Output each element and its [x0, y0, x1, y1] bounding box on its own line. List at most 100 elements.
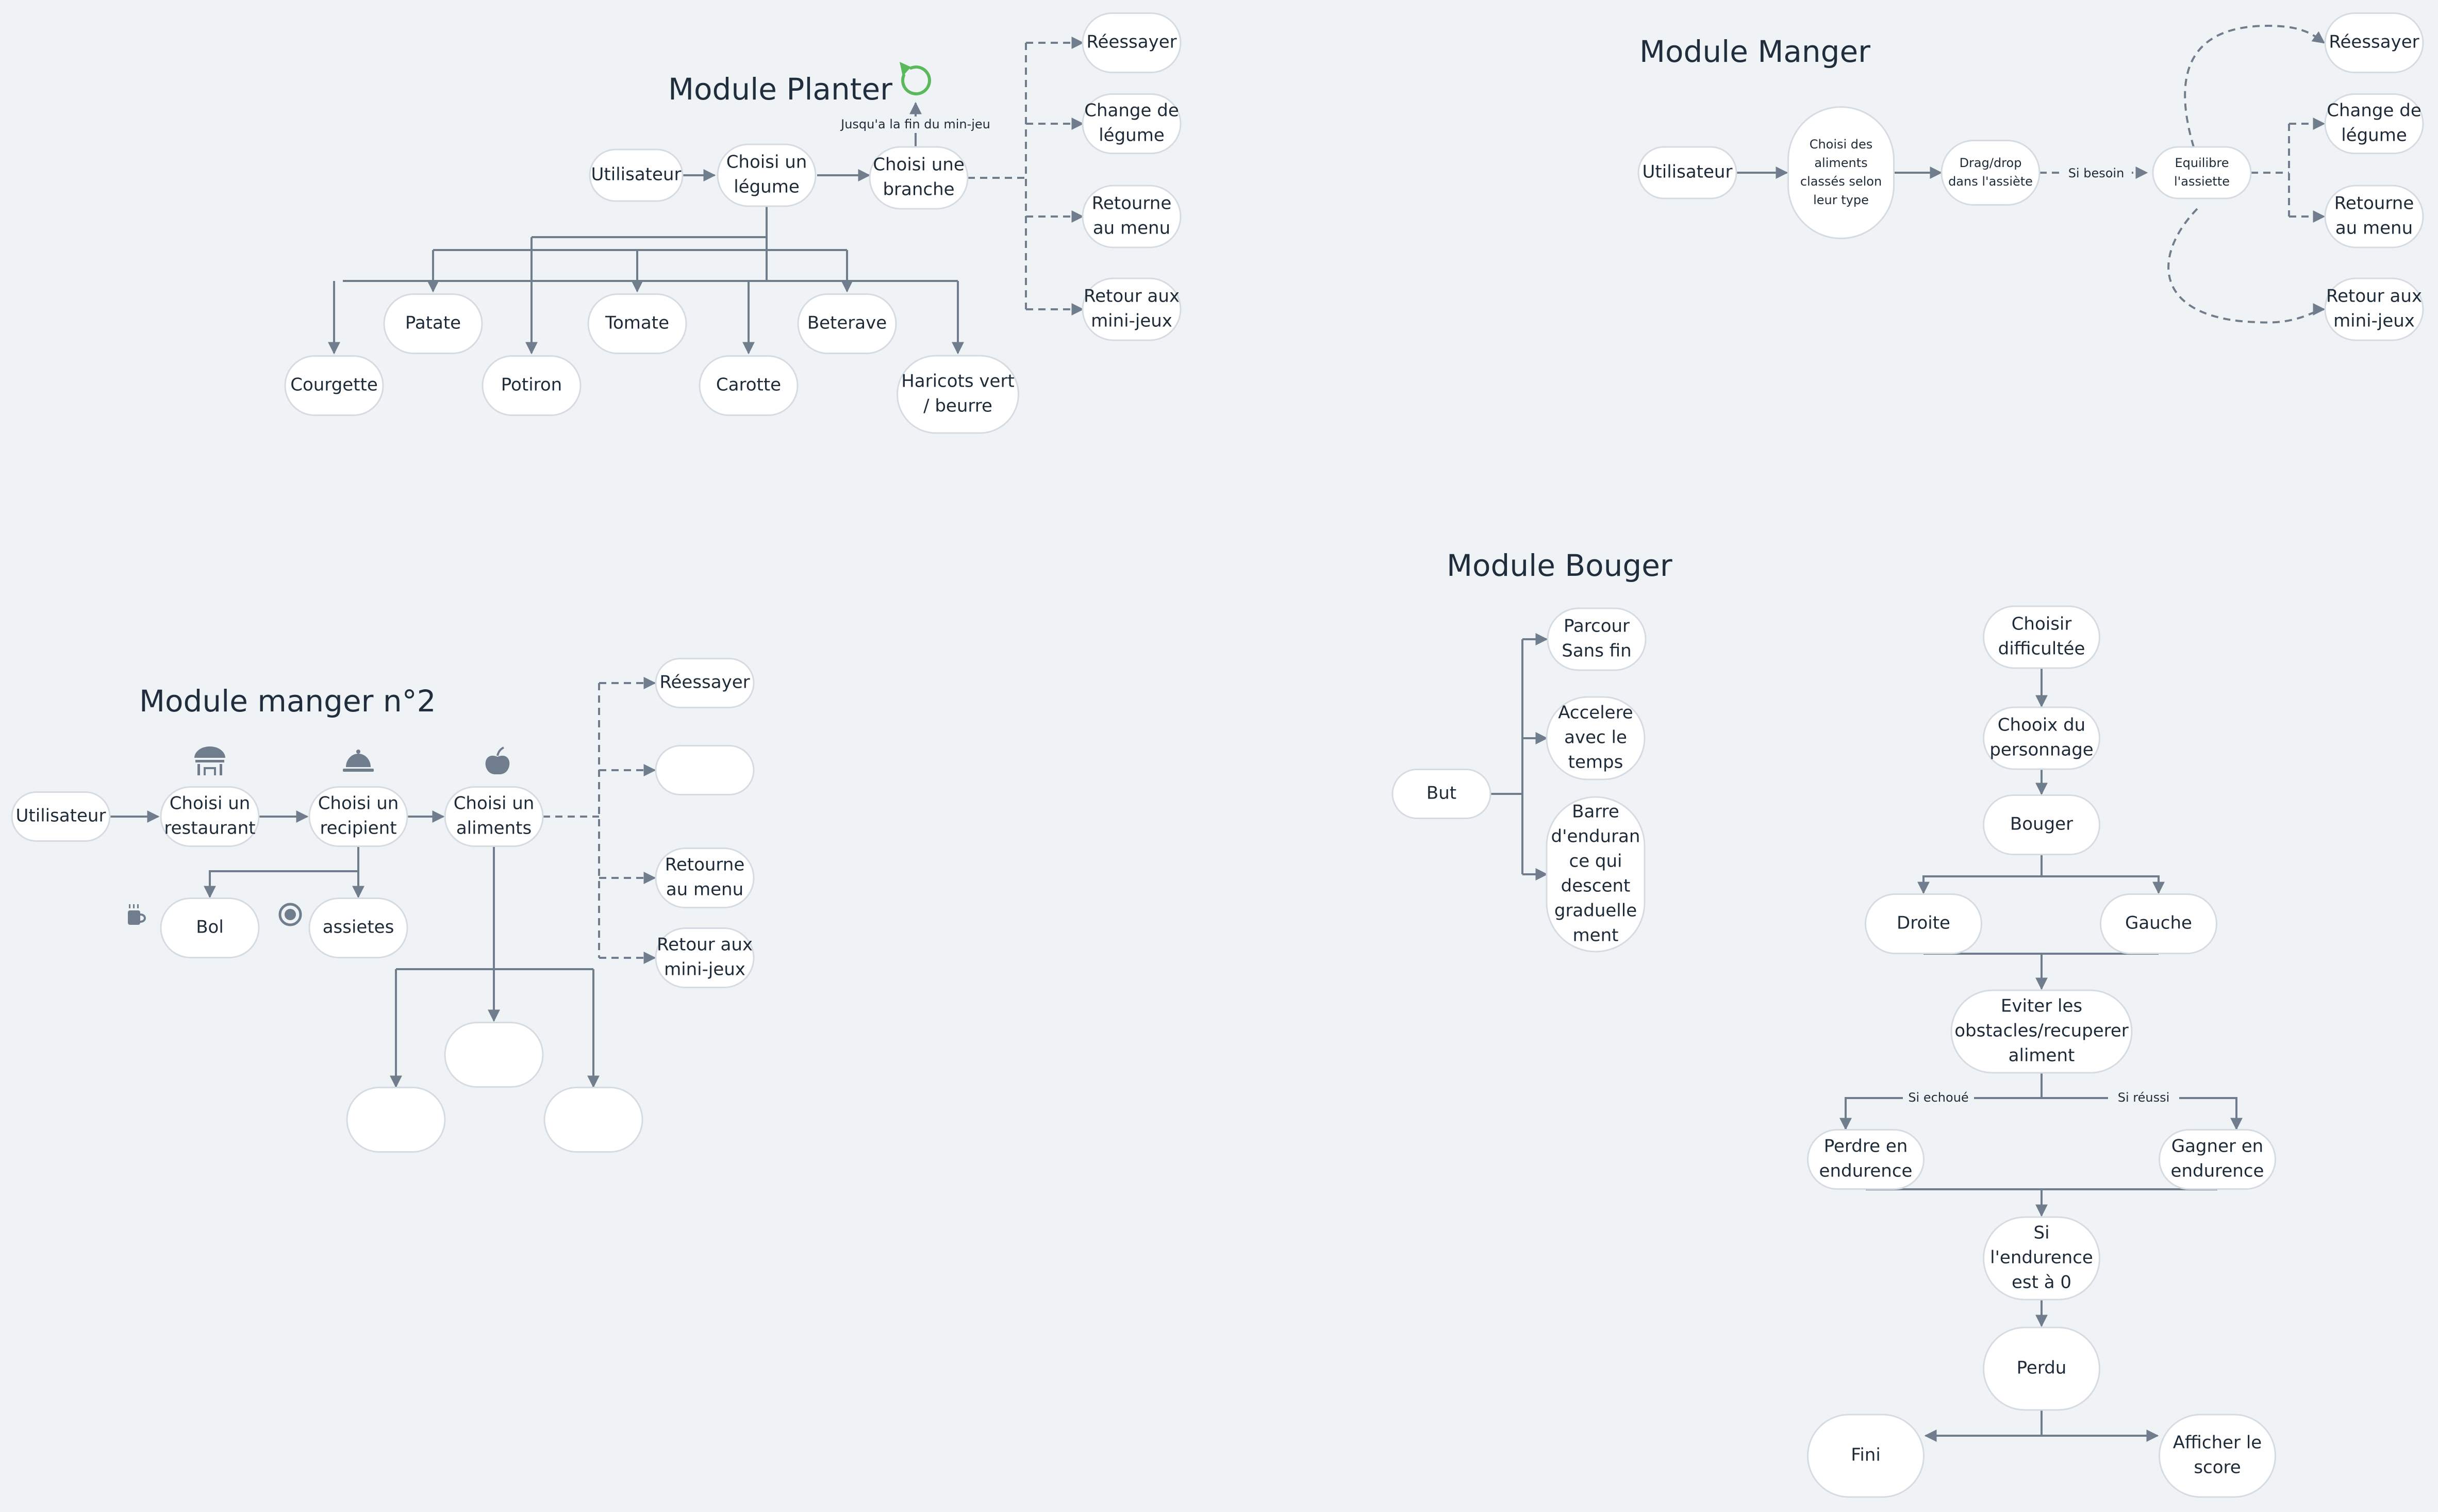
bouger-si-endurance-node-label: est à 0	[2012, 1272, 2071, 1293]
planter-choisi-legume-node-label: légume	[734, 177, 800, 197]
planter-carotte-node[interactable]: Carotte	[699, 355, 799, 416]
planter-carotte-node-shape	[699, 355, 799, 416]
manger-drag-drop-node-shape	[1941, 140, 2041, 206]
planter-patate-node[interactable]: Patate	[383, 293, 483, 354]
manger-retour-jeux-node-label: mini-jeux	[2333, 311, 2415, 331]
manger-reessayer-node-label: Réessayer	[2329, 32, 2419, 53]
planter-retour-jeux-node-shape	[1082, 277, 1182, 341]
manger-utilisateur-node[interactable]: Utilisateur	[1637, 146, 1737, 200]
planter-retour-menu-node-label: au menu	[1093, 218, 1170, 239]
manger2-title: Module manger n°2	[139, 684, 436, 719]
bouger-gagner-node-label: endurence	[2171, 1161, 2264, 1182]
planter-change-legume-node[interactable]: Change de légume	[1082, 93, 1182, 154]
bouger-droite-node[interactable]: Droite	[1865, 893, 1982, 954]
planter-title: Module Planter	[668, 72, 892, 107]
manger-title: Module Manger	[1639, 34, 1870, 69]
bouger-gauche-node[interactable]: Gauche	[2100, 893, 2217, 954]
bouger-but-node[interactable]: But	[1391, 769, 1491, 819]
planter-reessayer-node[interactable]: Réessayer	[1082, 12, 1182, 73]
manger2-assietes-node[interactable]: assietes	[308, 898, 408, 958]
manger2-empty-node-1-shape	[655, 745, 755, 795]
bouger-perdu-node[interactable]: Perdu	[1983, 1326, 2100, 1411]
manger2-retour-menu-node-label: au menu	[666, 879, 743, 900]
restaurant-icon	[194, 746, 225, 775]
manger2-assietes-node-shape	[308, 898, 408, 958]
manger2-reessayer-node[interactable]: Réessayer	[655, 658, 755, 708]
planter-utilisateur-node[interactable]: Utilisateur	[589, 148, 684, 202]
manger2-utilisateur-node[interactable]: Utilisateur	[11, 791, 111, 842]
manger-utilisateur-node-label: Utilisateur	[1643, 162, 1733, 182]
planter-tomate-node[interactable]: Tomate	[587, 293, 687, 354]
bouger-eviter-node-shape	[1950, 989, 2133, 1074]
planter-choisi-legume-node-label: Choisi un	[726, 152, 807, 173]
bouger-si-reussi-label: Si réussi	[2118, 1090, 2170, 1105]
manger-reessayer-node[interactable]: Réessayer	[2324, 12, 2424, 73]
manger-utilisateur-node-shape	[1637, 146, 1737, 200]
planter-choisi-legume-node-shape	[717, 143, 817, 207]
manger-drag-drop-node-label: dans l'assiète	[1948, 174, 2033, 189]
manger2-retour-jeux-node[interactable]: Retour aux mini-jeux	[655, 927, 755, 988]
manger2-retour-jeux-node-label: mini-jeux	[664, 959, 745, 980]
manger-retour-menu-node-shape	[2324, 185, 2424, 248]
manger2-empty-node-3[interactable]	[346, 1087, 446, 1153]
planter-change-legume-node-label: Change de	[1084, 101, 1179, 121]
bouger-bouger-node-shape	[1983, 794, 2100, 855]
manger2-empty-node-4[interactable]	[543, 1087, 643, 1153]
connector-line-53	[2042, 875, 2165, 894]
planter-change-legume-node-label: légume	[1099, 125, 1165, 146]
planter-courgette-node[interactable]: Courgette	[284, 355, 384, 416]
planter-choisi-legume-node[interactable]: Choisi un légume	[717, 143, 817, 207]
manger-si-besoin-label-bg	[2061, 165, 2132, 182]
manger2-restaurant-node-shape	[160, 786, 260, 847]
bouger-but-node-label: But	[1427, 783, 1456, 804]
manger2-bol-node[interactable]: Bol	[160, 898, 260, 958]
bouger-gagner-node-label: Gagner en	[2171, 1136, 2263, 1157]
planter-utilisateur-node-shape	[589, 148, 684, 202]
bouger-barre-node-shape	[1546, 796, 1646, 953]
manger2-utilisateur-node-shape	[11, 791, 111, 842]
manger-retour-jeux-node-shape	[2324, 277, 2424, 341]
bouger-droite-node-label: Droite	[1897, 913, 1950, 934]
manger2-empty-node-2[interactable]	[444, 1022, 544, 1088]
planter-choisi-branche-node-shape	[869, 146, 969, 210]
planter-patate-node-label: Patate	[405, 313, 461, 334]
planter-beterave-node[interactable]: Beterave	[797, 293, 897, 354]
planter-haricots-node[interactable]: Haricots vert/ beurre	[897, 355, 1019, 434]
bouger-gagner-node[interactable]: Gagner en endurence	[2159, 1129, 2276, 1190]
planter-retour-jeux-node-label: mini-jeux	[1091, 311, 1172, 331]
bouger-accelere-node-label: avec le	[1564, 727, 1627, 748]
manger2-retour-jeux-node-label: Retour aux	[657, 935, 753, 955]
planter-potiron-node[interactable]: Potiron	[482, 355, 582, 416]
bouger-bouger-node[interactable]: Bouger	[1983, 794, 2100, 855]
manger-equilibre-node-label: Equilibre	[2175, 156, 2229, 170]
bouger-fini-node-label: Fini	[1851, 1445, 1881, 1466]
connector-line-27	[2184, 24, 2325, 147]
planter-retour-menu-node-shape	[1082, 185, 1182, 248]
planter-choisi-branche-node-label: Choisi une	[873, 155, 965, 175]
manger2-empty-node-1[interactable]	[655, 745, 755, 795]
bouger-fini-node[interactable]: Fini	[1807, 1414, 1925, 1498]
